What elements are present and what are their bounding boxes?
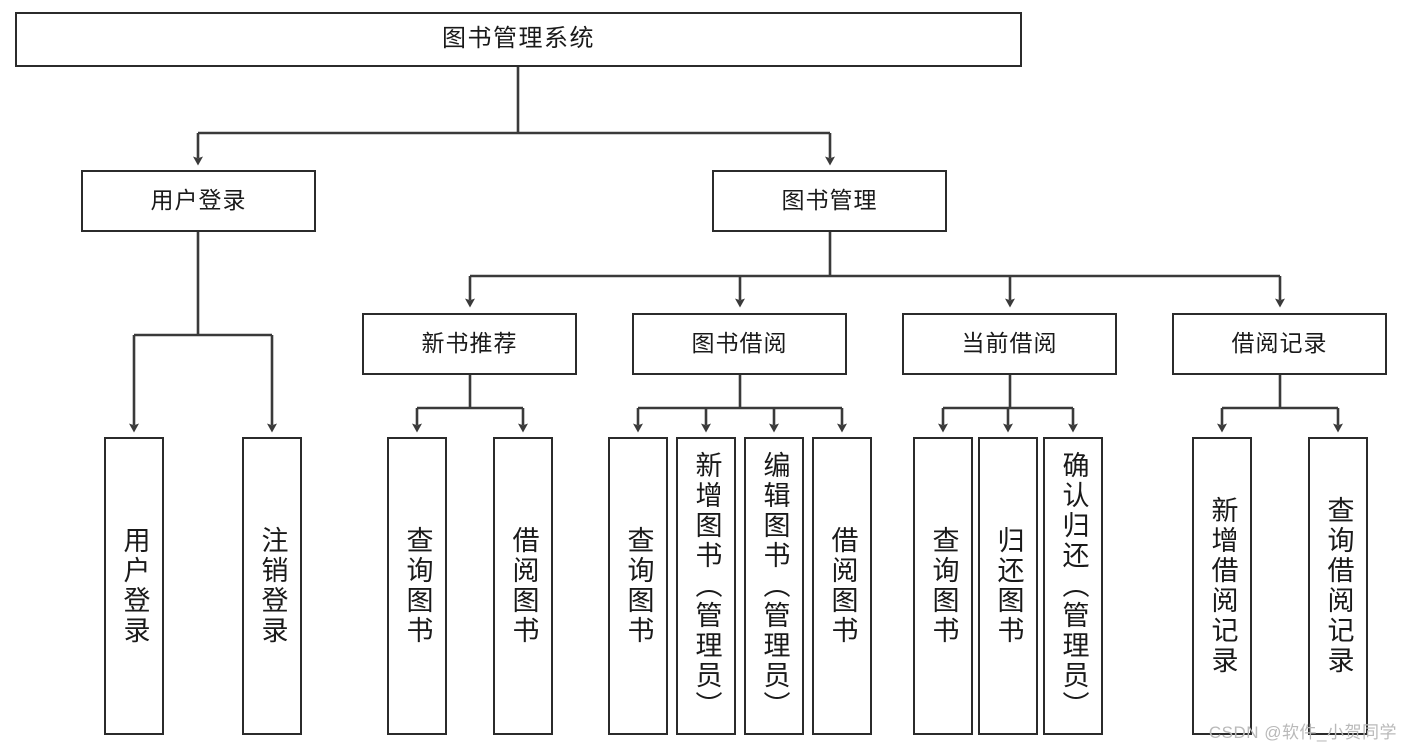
node-label: 用户登录 [119, 526, 150, 646]
node-label: 查询图书 [623, 526, 654, 646]
leaf-borrow-edit-book-admin[interactable]: 编辑图书（管理员） [744, 437, 804, 735]
node-book-management[interactable]: 图书管理 [712, 170, 947, 232]
node-label: 查询图书 [928, 526, 959, 646]
node-label: 新增图书（管理员） [691, 451, 722, 721]
node-label: 图书借阅 [691, 330, 788, 357]
node-label: 当前借阅 [961, 330, 1058, 357]
node-root-system[interactable]: 图书管理系统 [15, 12, 1022, 67]
leaf-recommend-borrow-book[interactable]: 借阅图书 [493, 437, 553, 735]
node-label: 查询借阅记录 [1323, 496, 1354, 676]
leaf-record-query-record[interactable]: 查询借阅记录 [1308, 437, 1368, 735]
leaf-record-add-record[interactable]: 新增借阅记录 [1192, 437, 1252, 735]
leaf-borrow-query-book[interactable]: 查询图书 [608, 437, 668, 735]
node-book-borrow[interactable]: 图书借阅 [632, 313, 847, 375]
leaf-borrow-borrow-book[interactable]: 借阅图书 [812, 437, 872, 735]
node-label: 新书推荐 [421, 330, 518, 357]
node-label: 注销登录 [257, 526, 288, 646]
node-user-login[interactable]: 用户登录 [81, 170, 316, 232]
node-label: 借阅记录 [1231, 330, 1328, 357]
leaf-current-confirm-return-admin[interactable]: 确认归还（管理员） [1043, 437, 1103, 735]
node-label: 借阅图书 [827, 526, 858, 646]
leaf-recommend-query-book[interactable]: 查询图书 [387, 437, 447, 735]
node-borrow-record[interactable]: 借阅记录 [1172, 313, 1387, 375]
node-current-borrow[interactable]: 当前借阅 [902, 313, 1117, 375]
leaf-current-query-book[interactable]: 查询图书 [913, 437, 973, 735]
node-label: 归还图书 [993, 526, 1024, 646]
leaf-user-login-login[interactable]: 用户登录 [104, 437, 164, 735]
node-label: 编辑图书（管理员） [759, 451, 790, 721]
node-label: 确认归还（管理员） [1058, 451, 1089, 721]
leaf-current-return-book[interactable]: 归还图书 [978, 437, 1038, 735]
leaf-borrow-add-book-admin[interactable]: 新增图书（管理员） [676, 437, 736, 735]
node-label: 查询图书 [402, 526, 433, 646]
node-label: 新增借阅记录 [1207, 496, 1238, 676]
leaf-user-login-logout[interactable]: 注销登录 [242, 437, 302, 735]
node-label: 图书管理系统 [442, 25, 595, 53]
node-label: 用户登录 [150, 187, 247, 214]
node-label: 图书管理 [781, 187, 878, 214]
node-label: 借阅图书 [508, 526, 539, 646]
node-new-book-recommend[interactable]: 新书推荐 [362, 313, 577, 375]
csdn-watermark: CSDN @软件_小贺同学 [1208, 723, 1397, 742]
